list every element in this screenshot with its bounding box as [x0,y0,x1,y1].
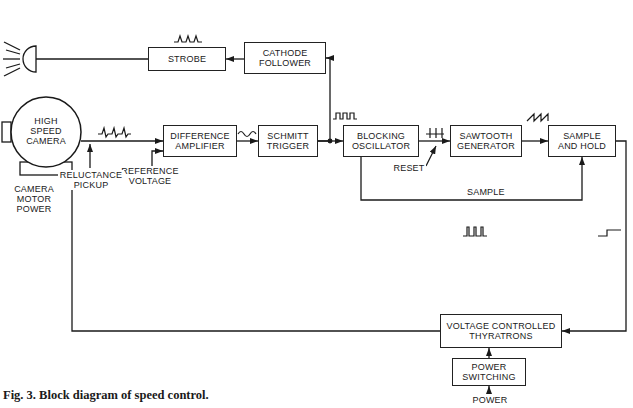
camera-motor: HIGH SPEED CAMERA [10,96,82,176]
signal-label: RELUCTANCE PICKUP [58,170,124,190]
signal-line [226,58,244,59]
camera-lens [2,122,11,142]
box-label: VOLTAGE CONTROLLED THYRATRONS [445,321,557,341]
signal-label: SAMPLE [466,187,506,197]
signal-leaders [90,139,489,394]
box-label: SCHMITT TRIGGER [263,131,313,151]
strobe-box: STROBE [148,47,226,71]
process-box: VOLTAGE CONTROLLED THYRATRONS [440,314,562,348]
signal-line [237,140,258,141]
signal-line [562,141,626,331]
signal-line [419,140,450,141]
process-box: BLOCKING OSCILLATOR [343,125,419,157]
waveforms [98,36,621,236]
signal-label: CAMERA MOTOR POWER [2,184,66,214]
box-label: SAMPLE AND HOLD [553,131,611,151]
process-box: DIFFERENCE AMPLIFIER [163,125,237,157]
signal-label: POWER [470,395,510,405]
signal-line [361,157,582,200]
box-label: POWER SWITCHING [457,362,521,382]
signal-label: RESET [392,163,426,173]
box-label: HIGH SPEED CAMERA [21,116,71,146]
figure-caption: Fig. 3. Block diagram of speed control. [3,388,209,403]
process-box: POWER SWITCHING [452,358,526,386]
box-label: BLOCKING OSCILLATOR [348,131,414,151]
box-label: STROBE [168,54,206,64]
strobe-lamp [3,42,148,76]
process-box: SCHMITT TRIGGER [258,125,318,157]
signal-line [72,176,440,331]
box-label: CATHODE FOLLOWER [249,48,321,68]
signal-line [488,348,489,358]
signal-line [81,140,163,141]
process-box: SAMPLE AND HOLD [548,125,616,157]
box-label: DIFFERENCE AMPLIFIER [168,131,232,151]
process-box: CATHODE FOLLOWER [244,42,326,74]
signal-line [522,140,548,141]
box-label: SAWTOOTH GENERATOR [455,131,517,151]
process-box: SAWTOOTH GENERATOR [450,125,522,157]
